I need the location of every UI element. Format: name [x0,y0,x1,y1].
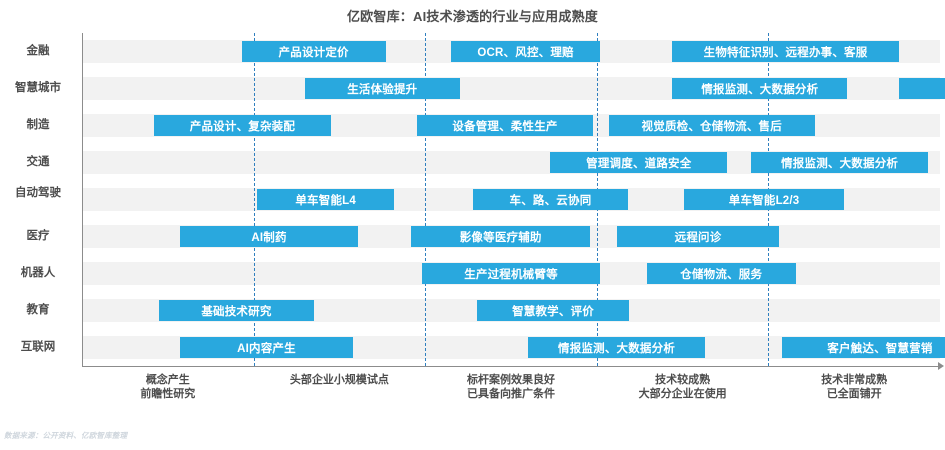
y-axis-label: 制造 [0,119,76,132]
y-axis-label: 金融 [0,45,76,58]
chart-bar[interactable]: 生产过程机械臂等 [421,263,601,284]
stage-label-line: 概念产生 [145,374,190,386]
y-axis-line [82,33,83,367]
stage-label-line: 标杆案例效果良好 [467,374,555,386]
x-axis-line [82,366,941,367]
y-axis-label-line: 交通 [26,156,50,168]
source-note: 数据来源：公开资料、亿欧智库整理 [4,431,128,440]
y-axis-label-line: 互联网 [20,341,56,353]
stage-label-line: 技术非常成熟 [821,374,888,386]
stage-label-line: 已全面铺开 [826,388,882,400]
y-axis-label-line: 制造 [26,119,50,131]
y-axis-label-line: 机器人 [20,267,56,279]
chart-bar[interactable]: 单车智能L2/3 [684,189,844,210]
stage-label-line: 已具备向推广条件 [467,388,555,400]
y-axis-label: 教育 [0,304,76,317]
x-axis-arrow-icon [938,362,944,370]
y-axis-label-line: 智慧城市 [15,82,61,94]
chart-bar[interactable]: OCR、风控、理赔 [450,41,601,62]
chart-bar[interactable]: 单车智能L4 [257,189,395,210]
y-axis-label-line: 教育 [26,304,50,316]
y-axis-label-line: 金融 [26,45,50,57]
stage-label-line: 大部分企业在使用 [638,388,727,400]
chart-bar[interactable]: 情报监测、大数据分析 [672,78,848,99]
y-axis-label: 自动驾驶 [0,187,76,200]
y-axis-label-line: 自动 [15,186,38,199]
chart-bar[interactable]: 车、路、云协同 [473,189,628,210]
chart-bar[interactable]: 仓储物流、服务 [646,263,796,284]
chart-bar[interactable]: 远程问诊 [617,226,779,247]
chart-bar[interactable]: 影像等医疗辅助 [411,226,590,247]
gridline-vertical [253,33,255,366]
y-axis-label: 互联网 [0,341,76,354]
y-axis-label: 交通 [0,156,76,169]
y-axis-label: 智慧城市 [0,82,76,95]
chart-bar[interactable]: 客户触达、智慧营销 [782,337,945,358]
stage-label-line: 前瞻性研究 [140,388,196,400]
stage-label: 技术非常成熟已全面铺开 [764,373,944,401]
y-axis-labels: 金融智慧城市制造交通自动驾驶医疗机器人教育互联网 [0,33,76,366]
stage-label: 头部企业小规模试点 [249,373,429,387]
chart-bar[interactable]: 生活体验提升 [305,78,460,99]
chart-bar[interactable]: 设备管理、柔性生产 [416,115,594,136]
chart-bar[interactable]: 管理调度、道路安全 [550,152,728,173]
chart-bar[interactable]: 产品设计定价 [241,41,386,62]
stage-label-line: 头部企业小规模试点 [289,374,389,386]
chart-bar[interactable]: 安防 [898,78,945,99]
chart-bar[interactable]: AI制药 [179,226,359,247]
x-axis-stage-labels: 概念产生前瞻性研究头部企业小规模试点标杆案例效果良好已具备向推广条件技术较成熟大… [82,373,940,413]
chart-bar[interactable]: 基础技术研究 [159,300,314,321]
chart-bar[interactable]: 视觉质检、仓储物流、售后 [608,115,815,136]
stage-label: 概念产生前瞻性研究 [78,373,258,401]
chart-bar[interactable]: AI内容产生 [179,337,354,358]
chart-bar[interactable]: 生物特征识别、远程办事、客服 [672,41,899,62]
chart-bar[interactable]: 情报监测、大数据分析 [751,152,928,173]
stage-label: 技术较成熟大部分企业在使用 [593,373,773,401]
y-axis-label: 机器人 [0,267,76,280]
footer-divider [0,424,945,425]
chart-title: 亿欧智库：AI技术渗透的行业与应用成熟度 [346,9,598,24]
y-axis-label: 医疗 [0,230,76,243]
chart-bar[interactable]: 智慧教学、评价 [476,300,630,321]
gridline-vertical [425,33,427,366]
chart-bar[interactable]: 情报监测、大数据分析 [528,337,705,358]
chart-bar[interactable]: 产品设计、复杂装配 [154,115,331,136]
stage-label: 标杆案例效果良好已具备向推广条件 [421,373,601,401]
y-axis-label-line: 医疗 [26,230,50,242]
y-axis-label-line: 驾驶 [38,186,61,199]
stage-label-line: 技术较成熟 [655,374,711,386]
